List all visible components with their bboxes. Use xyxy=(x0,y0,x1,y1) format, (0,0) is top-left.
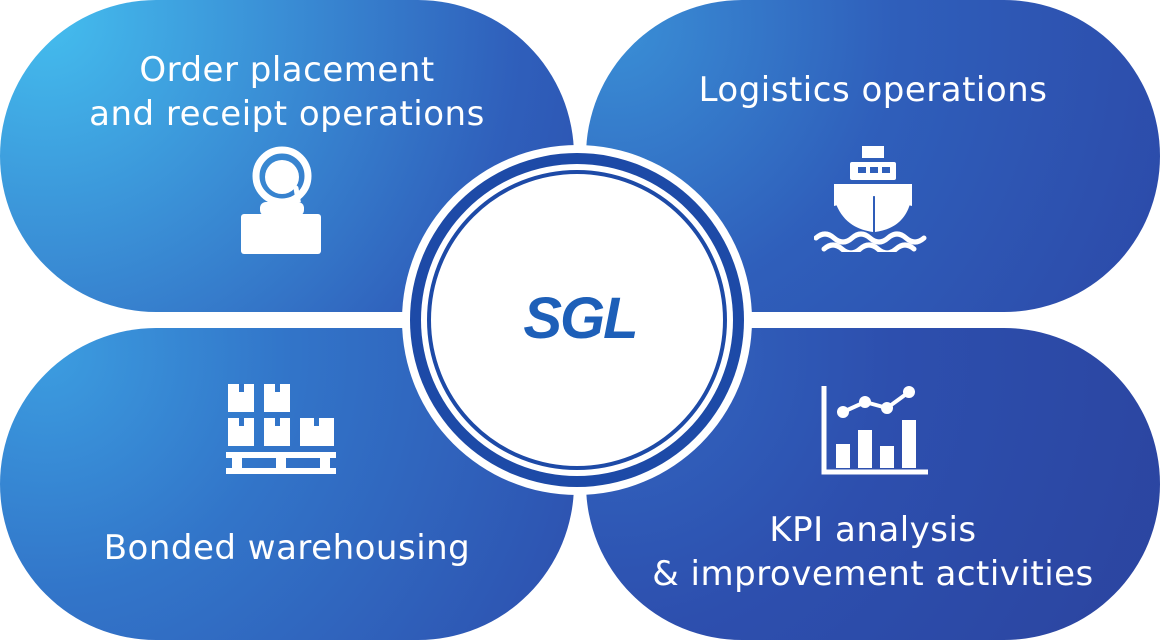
bonded-warehousing-label: Bonded warehousing xyxy=(103,528,471,568)
logistics-label: Logistics operations xyxy=(698,70,1048,110)
ship-icon xyxy=(814,146,927,252)
pill-order-placement: Order placement and receipt operations xyxy=(0,0,574,312)
sgl-logo: SGL xyxy=(523,286,638,351)
operator-headset-icon xyxy=(241,146,321,254)
pill-bonded-warehousing: Bonded warehousing xyxy=(0,328,574,640)
bar-line-chart-icon xyxy=(821,386,928,475)
kpi-analysis-label: KPI analysis & improvement activities xyxy=(652,510,1094,594)
pallet-boxes-icon xyxy=(226,384,336,474)
sgl-logo-text: SGL xyxy=(523,286,636,351)
center-circle-inner xyxy=(427,170,727,470)
order-placement-label: Order placement and receipt operations xyxy=(89,50,485,134)
